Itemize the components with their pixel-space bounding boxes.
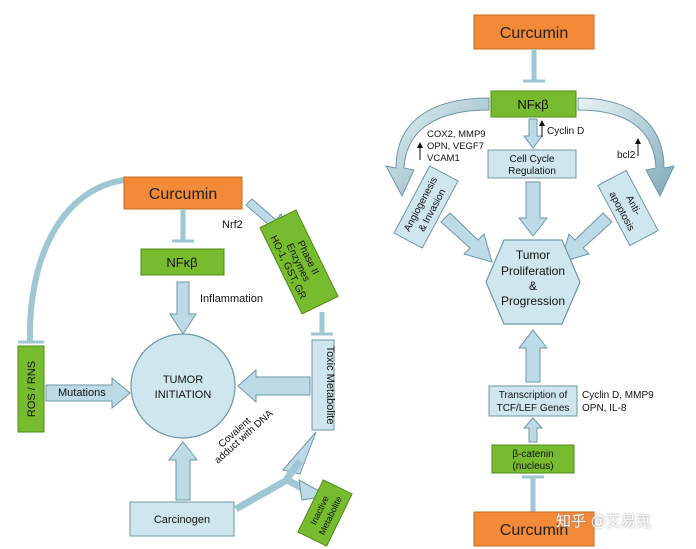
- tumor-line3: &: [529, 279, 537, 293]
- cyclin-d-label: Cyclin D: [547, 126, 584, 137]
- nfkb-box-right: [490, 90, 577, 118]
- left-diagram: Curcumin NFκβ Inflammation TUMOR INITIAT…: [17, 176, 353, 547]
- inflammation-arrow: [169, 281, 197, 335]
- bcl2-up-arrow-head: [635, 138, 641, 144]
- carcinogen-branch-line: [234, 476, 289, 513]
- mutations-arrow: [45, 376, 131, 410]
- tumor-initiation-line2: INITIATION: [155, 389, 212, 401]
- watermark: 知乎 @艾易克: [556, 512, 651, 530]
- ros-rns-box: [17, 345, 45, 433]
- transcription-line2: TCF/LEF Genes: [497, 403, 570, 414]
- ros-connector-curve: [26, 177, 125, 343]
- beta-catenin-box: [491, 444, 575, 474]
- branch-to-toxic-arrowhead: [282, 431, 317, 475]
- tumor-initiation-circle: [130, 333, 236, 439]
- angiogenesis-box: [393, 165, 459, 249]
- cyclin-mmp-line1: Cyclin D, MMP9: [582, 390, 654, 401]
- curcumin-box-top: [473, 14, 595, 50]
- inactive-metabolite-group: Inactive Metabolite: [297, 479, 353, 547]
- curcumin-label-left: Curcumin: [149, 186, 217, 203]
- genes-up-arrow-head: [417, 142, 423, 148]
- curve-left-to-angiogenesis: [385, 97, 490, 198]
- tumor-initiation-line1: TUMOR: [163, 374, 203, 386]
- mutations-label: Mutations: [58, 387, 106, 399]
- cyclin-d-up-arrow-head: [539, 120, 545, 126]
- cell-cycle-line1: Cell Cycle: [509, 154, 554, 165]
- carcinogen-to-tumor-arrow: [167, 441, 199, 501]
- genes-line3: VCAM1: [427, 153, 460, 164]
- antiapoptosis-group: Anti- apoptosis: [597, 169, 659, 247]
- curcumin-label-top: Curcumin: [500, 25, 568, 42]
- curve-right-to-antiapoptosis: [577, 97, 675, 198]
- nfkb-label-left: NFκβ: [166, 255, 197, 270]
- tumor-hexagon: [485, 239, 581, 325]
- beta-catenin-line1: β-catenin: [512, 449, 553, 460]
- nfkb-box-left: [140, 248, 225, 276]
- curcumin-label-bottom: Curcumin: [500, 522, 568, 539]
- toxic-metabolite-label: Toxic Metabolite: [324, 346, 336, 425]
- cellcycle-to-tumor-arrow: [517, 181, 549, 237]
- beta-catenin-line2: (nucleus): [512, 461, 553, 472]
- genes-line1: COX2, MMP9: [427, 129, 486, 140]
- tumor-line4: Progression: [501, 294, 565, 308]
- inflammation-label: Inflammation: [200, 293, 263, 305]
- transcription-box: [488, 385, 578, 417]
- nrf2-label: Nrf2: [222, 219, 243, 231]
- cell-cycle-box: [487, 149, 577, 179]
- cyclin-mmp-line2: OPN, IL-8: [582, 403, 627, 414]
- antiapoptosis-box: [597, 169, 659, 247]
- inactive-metabolite-box: [297, 479, 353, 547]
- carcinogen-box: [129, 501, 235, 537]
- betacatenin-to-transcription-arrow: [522, 417, 544, 443]
- nfkb-label-right: NFκβ: [517, 97, 548, 112]
- phase2-box: [259, 209, 339, 315]
- ros-rns-label: ROS / RNS: [26, 361, 38, 417]
- angiogenesis-to-tumor-arrow: [440, 212, 493, 263]
- tumor-line1: Tumor: [516, 248, 550, 262]
- toxic-to-tumor-arrow: [237, 368, 311, 404]
- curcumin-box-bottom: [473, 511, 595, 547]
- tumor-line2: Proliferation: [501, 264, 565, 278]
- carcinogen-label: Carcinogen: [154, 514, 210, 526]
- transcription-line1: Transcription of: [499, 390, 568, 401]
- toxic-metabolite-box: [311, 339, 335, 431]
- nfkb-to-cellcycle-arrow: [523, 118, 543, 149]
- bcl2-label: bcl2: [617, 150, 636, 161]
- branch-to-toxic-shaft: [283, 458, 303, 483]
- genes-line2: OPN, VEGF7: [427, 141, 484, 152]
- phase2-box-group: Phase II Enzymes HO-1, GST, GR: [259, 209, 339, 315]
- transcription-to-tumor-arrow: [517, 329, 549, 383]
- cell-cycle-line2: Regulation: [508, 166, 556, 177]
- right-diagram: Curcumin NFκβ Cyclin D COX2, MMP9 OPN, V…: [385, 14, 675, 547]
